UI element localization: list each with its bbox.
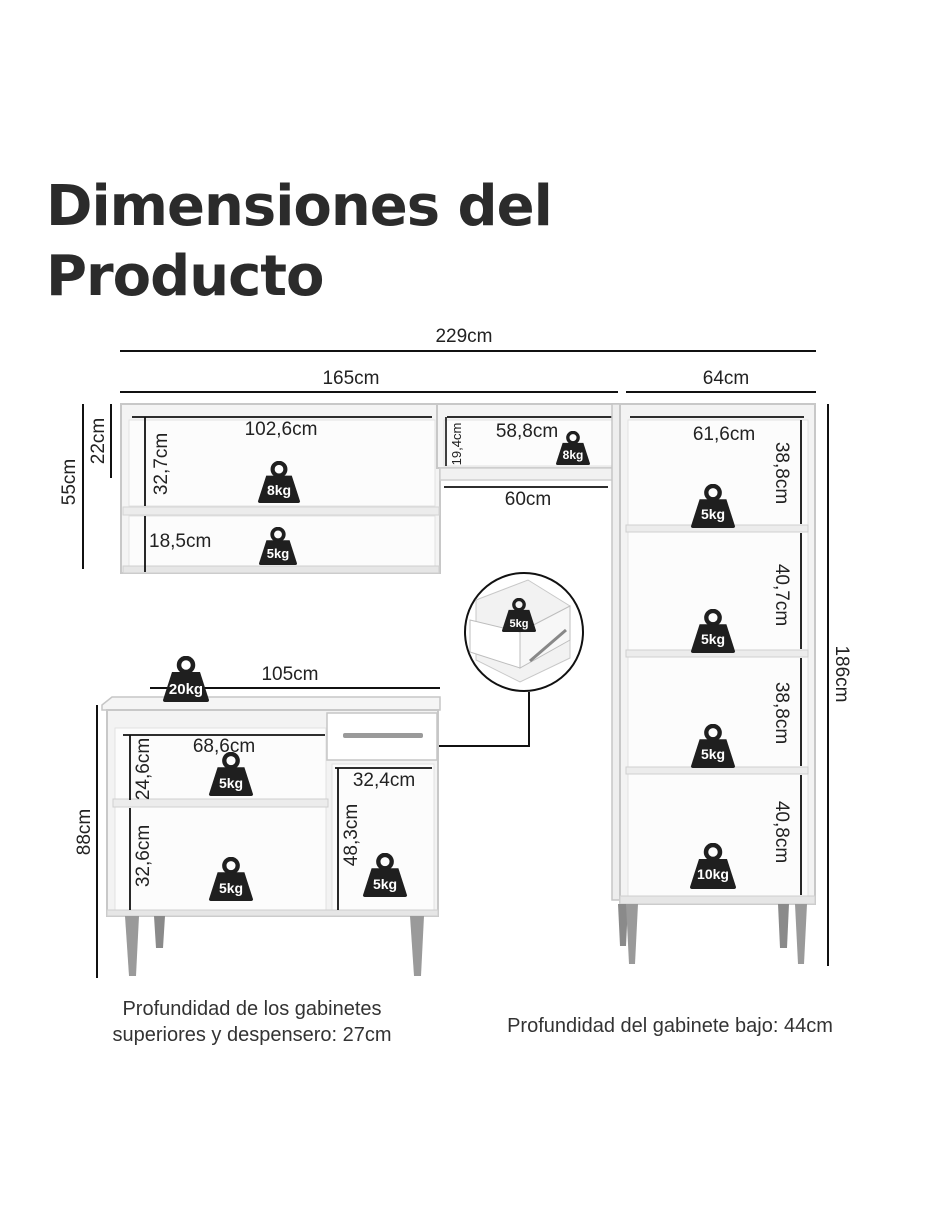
base-depth-note: Profundidad del gabinete bajo: 44cm: [507, 1015, 833, 1037]
page-title: Dimensiones del Producto: [46, 172, 553, 312]
drawer-detail-callout: 5kg: [425, 572, 584, 747]
base-left-bottom-weight-icon: 5kg: [209, 859, 253, 901]
svg-text:20kg: 20kg: [169, 681, 203, 698]
svg-text:10kg: 10kg: [697, 866, 729, 882]
upper-niche: [436, 403, 623, 469]
svg-text:5kg: 5kg: [701, 506, 725, 522]
base-left-top-weight-icon: 5kg: [209, 754, 253, 796]
upper-width-label: 165cm: [322, 368, 379, 389]
niche-weight-icon: 8kg: [554, 431, 592, 465]
pantry-weight-4-icon: 10kg: [690, 845, 736, 889]
pantry-height-label: 186cm: [831, 645, 852, 702]
base-top-weight-icon: 20kg: [163, 658, 209, 702]
upper-left-bottom-weight-icon: 5kg: [257, 527, 299, 565]
upper-height-dimension: 55cm: [59, 404, 84, 569]
base-height-label: 88cm: [74, 809, 95, 855]
base-left-bottom-height-label: 32,6cm: [133, 825, 154, 887]
pantry-height-3-label: 38,8cm: [771, 682, 792, 744]
upper-depth-note-line-1: Profundidad de los gabinetes: [122, 998, 382, 1020]
pantry-height-1-label: 38,8cm: [771, 442, 792, 504]
base-width-label: 105cm: [261, 664, 318, 685]
title-line-2: Producto: [46, 244, 325, 309]
upper-depth-note: Profundidad de los gabinetes superiores …: [82, 996, 422, 1048]
pantry-width-dimension: 64cm: [626, 368, 816, 393]
upper-width-dimension: 165cm: [120, 368, 618, 393]
overall-width-label: 229cm: [435, 326, 492, 347]
svg-text:5kg: 5kg: [267, 546, 289, 561]
upper-shelf-board: [439, 467, 623, 481]
svg-text:8kg: 8kg: [267, 482, 291, 498]
pantry-inner-width-label: 61,6cm: [693, 424, 755, 445]
upper-top-height-dimension: 22cm: [88, 404, 112, 478]
upper-depth-note-line-2: superiores y despensero: 27cm: [112, 1024, 392, 1046]
upper-height-label: 55cm: [59, 459, 80, 505]
svg-text:5kg: 5kg: [219, 880, 243, 896]
upper-left-lower-height-label: 18,5cm: [149, 531, 211, 552]
niche-width-label: 58,8cm: [496, 421, 558, 442]
pantry-weight-1-icon: 5kg: [691, 486, 735, 528]
pantry-weight-3-icon: 5kg: [691, 726, 735, 768]
svg-text:5kg: 5kg: [701, 631, 725, 647]
svg-text:8kg: 8kg: [563, 448, 584, 462]
svg-text:5kg: 5kg: [510, 618, 529, 630]
title-line-1: Dimensiones del: [46, 174, 553, 239]
base-height-dimension: 88cm: [74, 705, 98, 978]
niche-height-label: 19,4cm: [449, 423, 464, 466]
upper-left-inner-width-label: 102,6cm: [245, 419, 318, 440]
svg-text:5kg: 5kg: [701, 746, 725, 762]
pantry-weight-2-icon: 5kg: [691, 611, 735, 653]
base-right-weight-icon: 5kg: [363, 855, 407, 897]
shelf-width-label: 60cm: [505, 489, 551, 510]
svg-text:5kg: 5kg: [219, 775, 243, 791]
upper-left-inner-height-label: 32,7cm: [151, 433, 172, 495]
base-left-inner-width-label: 68,6cm: [193, 736, 255, 757]
base-left-top-height-label: 24,6cm: [133, 738, 154, 800]
pantry-legs: [618, 904, 807, 964]
base-right-inner-width-label: 32,4cm: [353, 770, 415, 791]
pantry-width-label: 64cm: [703, 368, 749, 389]
upper-left-top-weight-icon: 8kg: [258, 463, 300, 503]
pantry-height-4-label: 40,8cm: [771, 801, 792, 863]
base-legs: [125, 916, 424, 976]
base-right-height-label: 48,3cm: [341, 804, 362, 866]
svg-text:5kg: 5kg: [373, 876, 397, 892]
upper-top-height-label: 22cm: [88, 418, 109, 464]
pantry-height-dimension: 186cm: [827, 404, 852, 966]
overall-width-dimension: 229cm: [120, 326, 816, 352]
pantry-height-2-label: 40,7cm: [771, 564, 792, 626]
